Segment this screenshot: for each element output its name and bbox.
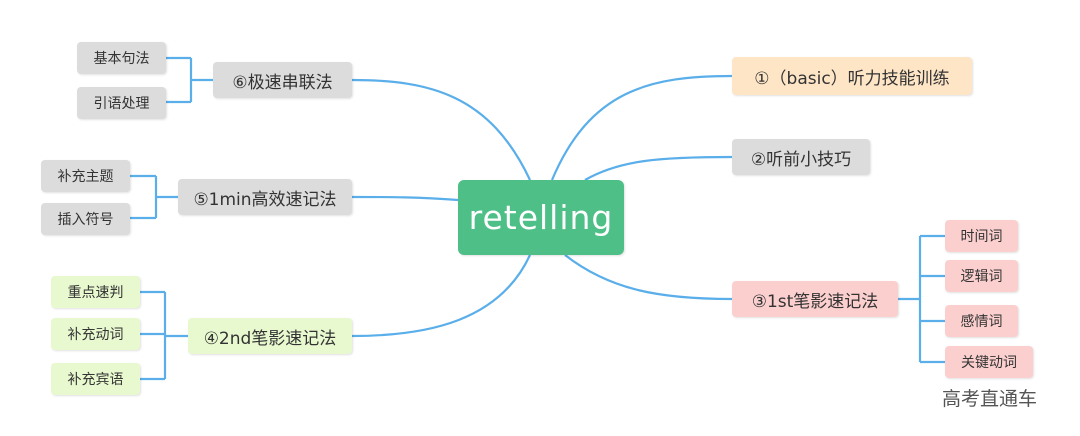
leaf-add-topic[interactable]: 补充主题 [41, 160, 130, 192]
connector-root-b3 [564, 254, 733, 301]
branch-node-5[interactable]: ⑤1min高效速记法 [178, 179, 352, 215]
connector-root-b2 [584, 155, 733, 181]
leaf-basic-syntax[interactable]: 基本句法 [77, 42, 166, 74]
leaf-key-verbs[interactable]: 关键动词 [945, 346, 1033, 378]
connector-b3-bracket [898, 234, 945, 364]
leaf-add-verbs[interactable]: 补充动词 [51, 318, 140, 350]
leaf-emotion-words[interactable]: 感情词 [945, 305, 1018, 337]
leaf-quote-handling[interactable]: 引语处理 [77, 87, 166, 119]
leaf-insert-symbols[interactable]: 插入符号 [41, 203, 130, 235]
branch-node-4[interactable]: ④2nd笔影速记法 [188, 318, 352, 354]
connector-root-b6 [351, 78, 531, 181]
leaf-add-objects[interactable]: 补充宾语 [51, 363, 140, 395]
connector-b4-bracket [140, 290, 188, 381]
branch-node-3[interactable]: ③1st笔影速记法 [732, 281, 898, 317]
branch-node-1[interactable]: ①（basic）听力技能训练 [732, 57, 972, 95]
branch-node-6[interactable]: ⑥极速串联法 [213, 62, 352, 98]
watermark-text: 高考直通车 [942, 388, 1038, 410]
root-node[interactable]: retelling [458, 180, 624, 255]
leaf-time-words[interactable]: 时间词 [945, 220, 1018, 252]
connector-b6-bracket [166, 56, 213, 104]
branch-node-2[interactable]: ②听前小技巧 [732, 139, 870, 175]
connector-root-b5 [351, 195, 459, 202]
leaf-key-judgment[interactable]: 重点速判 [51, 276, 140, 308]
leaf-logic-words[interactable]: 逻辑词 [945, 260, 1018, 292]
connector-root-b1 [550, 74, 733, 181]
connector-root-b4 [351, 254, 531, 338]
connector-b5-bracket [130, 174, 178, 220]
